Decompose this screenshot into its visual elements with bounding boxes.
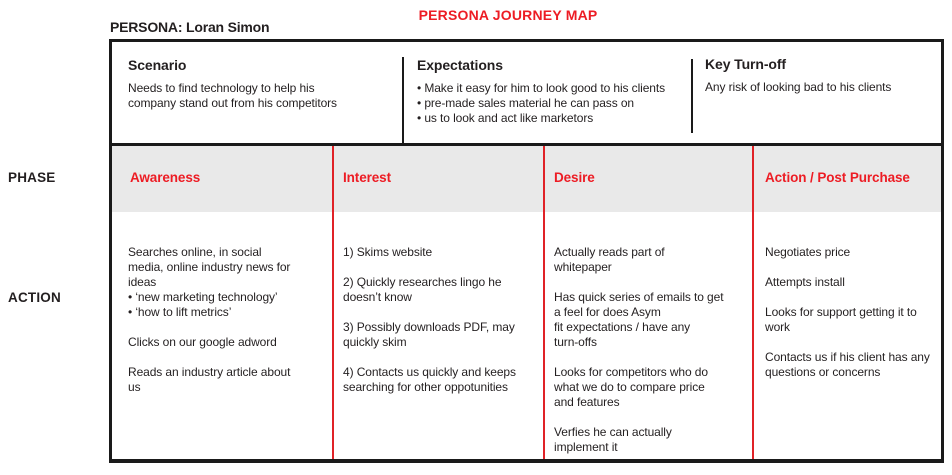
expectation-bullet: • Make it easy for him to look good to h… — [417, 81, 665, 95]
journey-board: Scenario Needs to find technology to hel… — [109, 39, 944, 463]
action-item: Searches online, in social media, online… — [128, 245, 291, 289]
phase-desire: Desire — [554, 170, 595, 185]
expectation-bullet: • us to look and act like marketors — [417, 111, 594, 125]
persona-label: PERSONA: Loran Simon — [110, 19, 270, 35]
action-item: 4) Contacts us quickly and keeps searchi… — [343, 365, 516, 394]
action-cell-interest: 1) Skims website 2) Quickly researches l… — [343, 245, 541, 410]
awareness-interest-divider — [332, 146, 334, 459]
desire-action-divider — [752, 146, 754, 459]
scenario-expectations-divider — [402, 57, 404, 144]
action-item: Clicks on our google adword — [128, 335, 277, 349]
section-expectations: Expectations • Make it easy for him to l… — [417, 57, 683, 126]
section-expectations-title: Expectations — [417, 57, 503, 73]
action-item: Attempts install — [765, 275, 845, 289]
section-key-turnoff-body: Any risk of looking bad to his clients — [705, 80, 892, 94]
expectation-bullet: • pre-made sales material he can pass on — [417, 96, 634, 110]
action-item: 3) Possibly downloads PDF, may quickly s… — [343, 320, 515, 349]
action-cell-action-post-purchase: Negotiates price Attempts install Looks … — [765, 245, 939, 395]
section-scenario-body: Needs to find technology to help his com… — [128, 81, 337, 110]
interest-desire-divider — [543, 146, 545, 459]
section-key-turnoff-title: Key Turn-off — [705, 56, 786, 72]
phase-interest: Interest — [343, 170, 391, 185]
phase-action-post-purchase: Action / Post Purchase — [765, 170, 910, 185]
action-item: Verfies he can actually implement it — [554, 425, 672, 454]
row-label-action: ACTION — [8, 290, 61, 305]
action-item: Reads an industry article about us — [128, 365, 291, 394]
action-cell-awareness: Searches online, in social media, online… — [128, 245, 330, 410]
action-item: Negotiates price — [765, 245, 851, 259]
phase-awareness: Awareness — [130, 170, 201, 185]
action-item: 2) Quickly researches lingo he doesn’t k… — [343, 275, 502, 304]
action-item: Has quick series of emails to get a feel… — [554, 290, 724, 349]
section-key-turnoff: Key Turn-off Any risk of looking bad to … — [705, 56, 933, 95]
section-scenario: Scenario Needs to find technology to hel… — [128, 57, 394, 111]
action-item: Actually reads part of whitepaper — [554, 245, 665, 274]
action-item: • ‘new marketing technology’ — [128, 290, 278, 304]
expectations-keyturnoff-divider — [691, 59, 693, 133]
section-scenario-title: Scenario — [128, 57, 187, 73]
action-cell-desire: Actually reads part of whitepaper Has qu… — [554, 245, 750, 470]
action-item: Contacts us if his client has any questi… — [765, 350, 930, 379]
page-title: PERSONA JOURNEY MAP — [418, 7, 598, 23]
action-item: • ‘how to lift metrics’ — [128, 305, 232, 319]
action-item: Looks for competitors who do what we do … — [554, 365, 708, 409]
phase-band — [112, 146, 941, 212]
action-item: Looks for support getting it to work — [765, 305, 917, 334]
action-item: 1) Skims website — [343, 245, 433, 259]
row-label-phase: PHASE — [8, 170, 56, 185]
header-table-separator — [112, 143, 941, 146]
